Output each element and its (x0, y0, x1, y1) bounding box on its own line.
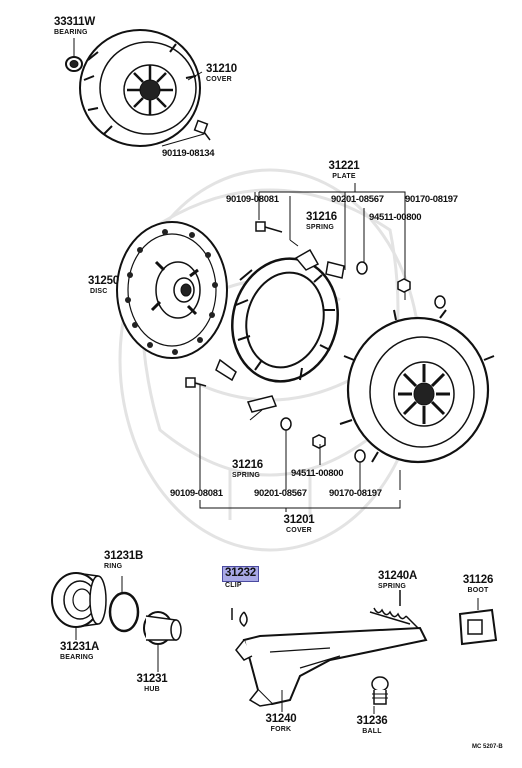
clutch-cover-top (79, 29, 201, 147)
label-90109-08081-bottom: 90109-08081 (170, 488, 223, 499)
part-name: BOOT (467, 586, 489, 594)
part-number: 31240A (378, 570, 418, 582)
clutch-disc (116, 221, 228, 359)
leader-lines-bottom-left (75, 576, 123, 640)
part-name: FORK (270, 725, 292, 733)
part-number: 31231A (60, 641, 100, 653)
label-31232: 31232 CLIP (222, 566, 259, 589)
part-number: 31210 (206, 63, 237, 75)
part-number: 31221 (328, 160, 360, 172)
pivot-ball-31236 (371, 676, 389, 714)
part-name: SPRING (306, 223, 335, 231)
part-number: 31250 (88, 275, 119, 287)
part-number: 31240 (265, 713, 297, 725)
part-name: COVER (286, 526, 312, 534)
part-name: BEARING (54, 28, 88, 36)
part-name: PLATE (332, 172, 356, 180)
part-number: 31201 (283, 514, 315, 526)
strap-springs (246, 261, 345, 413)
part-number: 31231B (104, 550, 144, 562)
part-name: CLIP (225, 581, 242, 589)
label-31250: 31250 DISC (88, 275, 119, 295)
part-name: COVER (206, 75, 232, 83)
part-number: 31126 (462, 574, 494, 586)
leader-lines-mid (199, 384, 401, 512)
hub-31231 (143, 611, 182, 672)
fork-spring-31240a (369, 590, 419, 629)
release-bearing-small (65, 56, 83, 72)
pressure-plate (215, 248, 339, 383)
part-name: HUB (144, 685, 160, 693)
part-name: DISC (90, 287, 108, 295)
label-90201-08567-bottom: 90201-08567 (254, 488, 307, 499)
release-fork-31240 (235, 626, 428, 712)
bolt-90119 (161, 119, 211, 147)
part-name: SPRING (232, 471, 261, 479)
label-94511-00800-top: 94511-00800 (369, 212, 422, 223)
release-bearing-31231a (51, 572, 107, 628)
label-31231: 31231 HUB (136, 673, 168, 693)
boot-31126 (458, 598, 498, 646)
bolts-nuts-mid (185, 221, 446, 463)
part-name: BALL (362, 727, 382, 735)
part-number: 31216 (306, 211, 337, 223)
reference-code: MC 5207-B (472, 744, 503, 750)
part-name: BEARING (60, 653, 94, 661)
label-31231a: 31231A BEARING (60, 641, 100, 661)
label-31231b: 31231B RING (104, 550, 144, 570)
retaining-ring-31231b (108, 591, 140, 633)
label-31240: 31240 FORK (265, 713, 297, 733)
label-31236: 31236 BALL (356, 715, 388, 735)
label-31216-top: 31216 SPRING (306, 211, 337, 231)
label-90201-08567-top: 90201-08567 (331, 194, 384, 205)
part-name: SPRING (378, 582, 407, 590)
part-number: 33311W (54, 16, 95, 28)
label-31126: 31126 BOOT (462, 574, 494, 594)
clip-31232 (231, 608, 248, 627)
label-90119-08134: 90119-08134 (162, 148, 215, 159)
part-number-highlighted: 31232 (222, 566, 259, 582)
part-number: 31216 (232, 459, 263, 471)
part-number: 31236 (356, 715, 388, 727)
label-31240a: 31240A SPRING (378, 570, 418, 590)
label-33311w: 33311W BEARING (54, 16, 95, 36)
label-31216-bottom: 31216 SPRING (232, 459, 263, 479)
label-31210: 31210 COVER (206, 63, 237, 83)
label-31201: 31201 COVER (283, 514, 315, 534)
part-number: 31231 (136, 673, 168, 685)
clutch-cover-right (339, 309, 495, 464)
label-90170-08197-top: 90170-08197 (405, 194, 458, 205)
label-94511-00800-bottom: 94511-00800 (291, 468, 344, 479)
label-90170-08197-bottom: 90170-08197 (329, 488, 382, 499)
label-90109-08081-top: 90109-08081 (226, 194, 279, 205)
label-31221: 31221 PLATE (328, 160, 360, 180)
part-name: RING (104, 562, 123, 570)
